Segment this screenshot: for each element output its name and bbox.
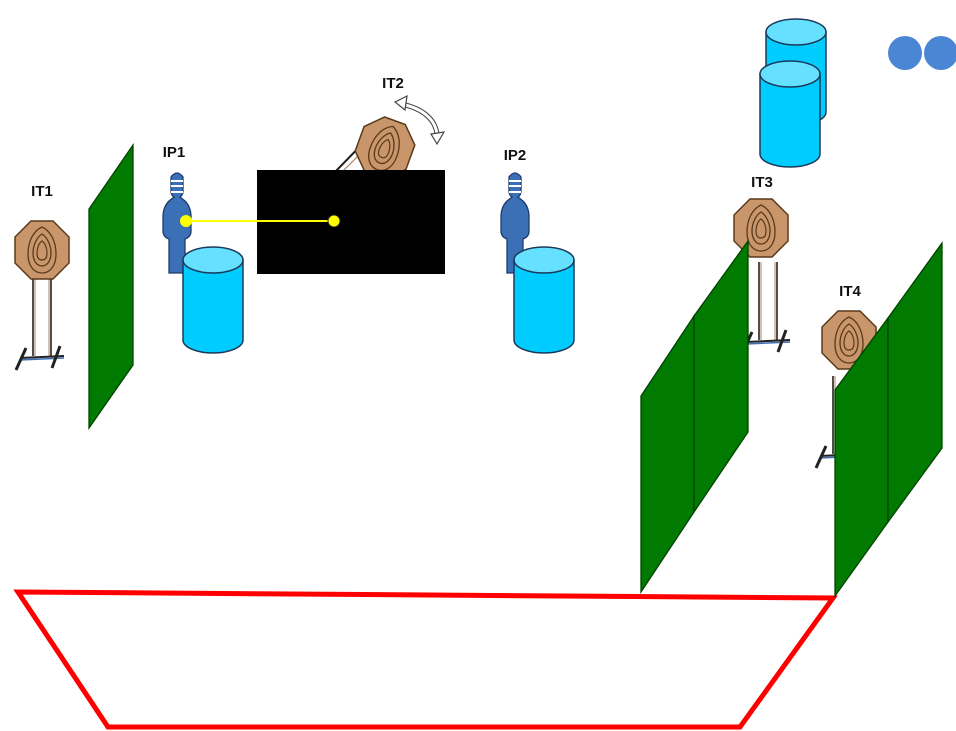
nav-dots-icon	[888, 36, 956, 70]
shooting-box	[13, 589, 838, 730]
label-ip1: IP1	[163, 144, 186, 161]
line-of-fire	[180, 214, 341, 228]
wall-center-right	[640, 238, 749, 595]
label-ip2: IP2	[504, 147, 527, 164]
barrel-stack	[759, 18, 827, 168]
rotate-arrow-icon	[393, 94, 446, 146]
label-it2: IT2	[382, 75, 404, 92]
wall-left	[88, 142, 134, 431]
barrel-ip2	[513, 246, 575, 354]
target-it2	[334, 110, 422, 186]
target-it1	[14, 220, 70, 372]
wall-far-right	[834, 240, 943, 599]
label-it4: IT4	[839, 283, 861, 300]
label-it3: IT3	[751, 174, 773, 191]
barrel-ip1	[182, 246, 244, 354]
label-it1: IT1	[31, 183, 53, 200]
